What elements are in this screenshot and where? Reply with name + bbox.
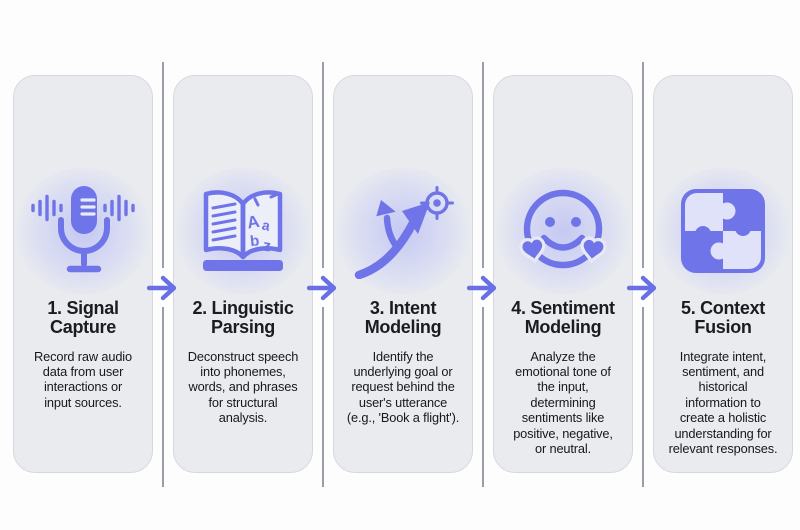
smiley-hearts-icon <box>519 189 607 269</box>
right-arrow-icon <box>307 275 337 301</box>
step-card-5: 5. Context Fusion Integrate intent, sent… <box>653 75 793 473</box>
separator-line <box>162 307 164 487</box>
separator-line <box>322 307 324 487</box>
separator-line <box>482 62 484 268</box>
step-description: Identify the underlying goal or request … <box>346 348 460 426</box>
step-description: Integrate intent, sentiment, and histori… <box>668 348 778 456</box>
connector-1 <box>147 62 177 487</box>
svg-text:z: z <box>261 237 272 255</box>
svg-text:A: A <box>245 212 260 233</box>
svg-text:a: a <box>261 217 272 234</box>
step-3-icon-wrap <box>335 168 471 294</box>
connector-3 <box>467 62 497 487</box>
step-card-2: A a b z 2. Linguistic Parsing Deconstruc… <box>173 75 313 473</box>
step-card-3: 3. Intent Modeling Identify the underlyi… <box>333 75 473 473</box>
steps-row: 1. Signal Capture Record raw audio data … <box>13 62 793 487</box>
separator-line <box>642 307 644 487</box>
icon-glow <box>495 168 631 294</box>
svg-text:b: b <box>249 232 260 250</box>
step-card-1: 1. Signal Capture Record raw audio data … <box>13 75 153 473</box>
separator-line <box>162 62 164 268</box>
step-1-icon-wrap <box>15 168 151 294</box>
step-title: 3. Intent Modeling <box>364 298 442 337</box>
separator-line <box>642 62 644 268</box>
right-arrow-icon <box>467 275 497 301</box>
step-description: Analyze the emotional tone of the input,… <box>513 348 613 456</box>
puzzle-pieces-icon <box>681 189 765 273</box>
separator-line <box>322 62 324 268</box>
step-title: 4. Sentiment Modeling <box>511 298 615 337</box>
right-arrow-icon <box>147 275 177 301</box>
step-description: Deconstruct speech into phonemes, words,… <box>187 348 299 426</box>
connector-2 <box>307 62 337 487</box>
step-2-icon-wrap: A a b z <box>175 168 311 294</box>
microphone-soundwave-icon <box>31 186 135 273</box>
step-5-icon-wrap <box>655 168 791 294</box>
open-book-letters-icon: A a b z <box>203 190 283 271</box>
step-title: 5. Context Fusion <box>680 298 765 337</box>
step-description: Record raw audio data from user interact… <box>34 348 132 410</box>
step-card-4: 4. Sentiment Modeling Analyze the emotio… <box>493 75 633 473</box>
step-4-icon-wrap <box>495 168 631 294</box>
connector-4 <box>627 62 657 487</box>
branching-arrow-target-icon <box>354 186 454 279</box>
step-title: 2. Linguistic Parsing <box>192 298 294 337</box>
right-arrow-icon <box>627 275 657 301</box>
step-title: 1. Signal Capture <box>47 298 119 337</box>
separator-line <box>482 307 484 487</box>
